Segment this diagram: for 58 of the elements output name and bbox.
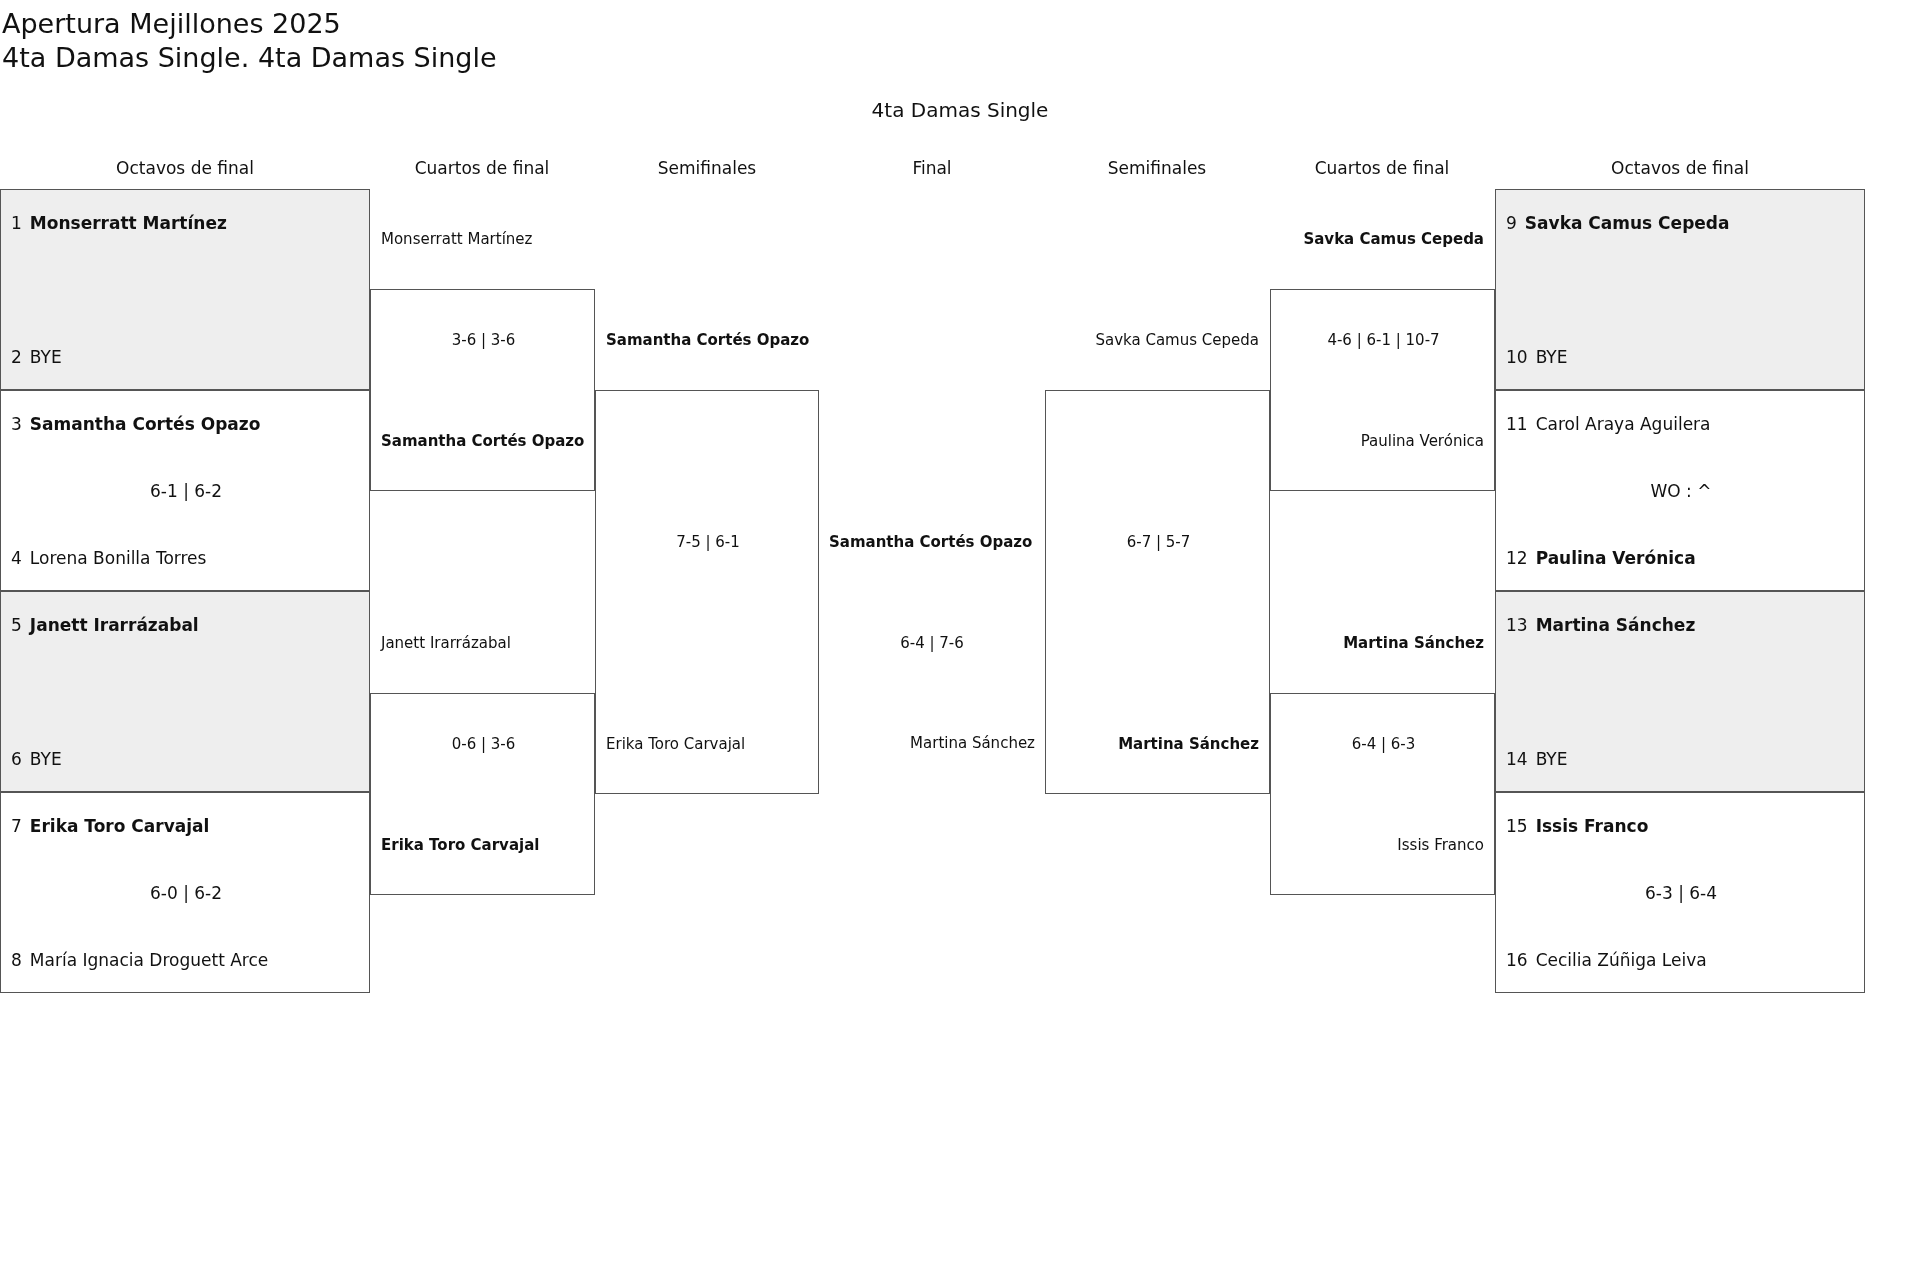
match-box: [1495, 792, 1865, 993]
seed-number: 6: [11, 749, 22, 769]
match-box: [0, 792, 370, 993]
seed-number: 10: [1506, 347, 1528, 367]
seed-number: 16: [1506, 950, 1528, 970]
player-name: Erika Toro Carvajal: [29, 816, 210, 836]
page-title: Apertura Mejillones 2025: [2, 8, 341, 39]
seed-number: 9: [1506, 213, 1517, 233]
player-name: Lorena Bonilla Torres: [29, 548, 207, 568]
player-name: BYE: [29, 347, 62, 367]
seed-number: 1: [11, 213, 22, 233]
seed-number: 7: [11, 816, 22, 836]
round-header: Final: [912, 158, 952, 178]
match-score: WO : ^: [1650, 480, 1712, 502]
seed-number: 15: [1506, 816, 1528, 836]
seed-number: 12: [1506, 548, 1528, 568]
player-name: Savka Camus Cepeda: [1524, 213, 1730, 233]
player-name: Monserratt Martínez: [29, 213, 227, 233]
player-name: Paulina Verónica: [1535, 548, 1696, 568]
player-name: BYE: [29, 749, 62, 769]
seed-number: 11: [1506, 414, 1528, 434]
seed-number: 14: [1506, 749, 1528, 769]
round-header: Semifinales: [657, 158, 757, 178]
seed-number: 13: [1506, 615, 1528, 635]
seed-number: 8: [11, 950, 22, 970]
match-score: 6-3 | 6-4: [1644, 882, 1718, 904]
match-box: [0, 591, 370, 792]
match-score: 6-1 | 6-2: [149, 480, 223, 502]
player-name: Martina Sánchez: [1535, 615, 1696, 635]
player-name: Janett Irarrázabal: [29, 615, 199, 635]
match-box: [1495, 189, 1865, 390]
player-name: BYE: [1535, 749, 1568, 769]
match-box: [1495, 591, 1865, 792]
match-box: [0, 390, 370, 591]
player-name: Cecilia Zúñiga Leiva: [1535, 950, 1707, 970]
player-name: BYE: [1535, 347, 1568, 367]
player-name: María Ignacia Droguett Arce: [29, 950, 269, 970]
round-header: Semifinales: [1107, 158, 1207, 178]
round-header: Octavos de final: [1611, 158, 1749, 178]
player-name: Janett Irarrázabal: [381, 632, 511, 654]
match-score: 6-0 | 6-2: [149, 882, 223, 904]
seed-number: 3: [11, 414, 22, 434]
match-box: [0, 189, 370, 390]
bracket-title: 4ta Damas Single: [871, 98, 1049, 122]
round-header: Cuartos de final: [1314, 158, 1450, 178]
player-name: Samantha Cortés Opazo: [606, 329, 810, 351]
player-name: Issis Franco: [1535, 816, 1649, 836]
seed-number: 5: [11, 615, 22, 635]
player-name: Samantha Cortés Opazo: [381, 430, 585, 452]
player-name: Samantha Cortés Opazo: [29, 414, 261, 434]
seed-number: 2: [11, 347, 22, 367]
page-subtitle: 4ta Damas Single. 4ta Damas Single: [2, 42, 497, 73]
player-name: Samantha Cortés Opazo: [829, 531, 1033, 553]
player-name: Carol Araya Aguilera: [1535, 414, 1711, 434]
seed-number: 4: [11, 548, 22, 568]
match-box: [1495, 390, 1865, 591]
round-header: Octavos de final: [116, 158, 254, 178]
round-header: Cuartos de final: [414, 158, 550, 178]
